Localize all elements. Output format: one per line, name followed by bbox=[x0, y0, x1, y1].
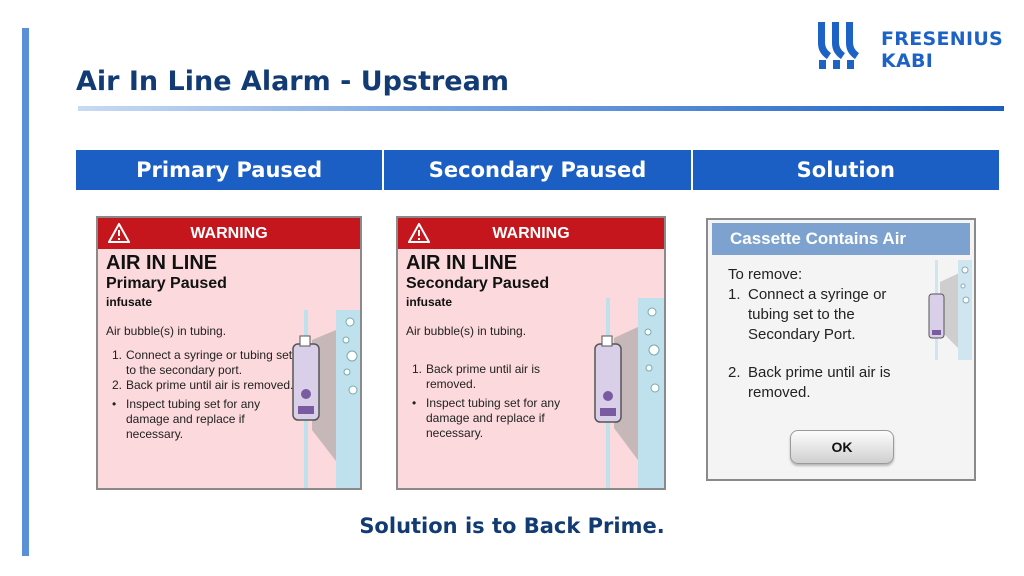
cassette-contains-air-dialog: Cassette Contains Air To remove: 1. Conne… bbox=[706, 218, 976, 481]
cassette-device-icon bbox=[594, 298, 664, 488]
alarm-message: Air bubble(s) in tubing. bbox=[406, 324, 527, 338]
alarm-infusate: infusate bbox=[106, 295, 153, 309]
alarm-message: Air bubble(s) in tubing. bbox=[106, 324, 227, 338]
warning-label: WARNING bbox=[190, 224, 268, 242]
cassette-device-icon bbox=[928, 260, 972, 360]
slide-title: Air In Line Alarm - Upstream bbox=[76, 66, 509, 97]
header-secondary-paused: Secondary Paused bbox=[384, 150, 693, 190]
step-item: 1. Connect a syringe or tubing set to the… bbox=[728, 285, 928, 345]
primary-paused-screen: WARNING AIR IN LINE Primary Paused infus… bbox=[96, 216, 362, 490]
ok-button[interactable]: OK bbox=[790, 430, 894, 464]
alarm-subtitle: Secondary Paused bbox=[406, 275, 550, 292]
step-text: Back prime until air is removed. bbox=[748, 364, 891, 401]
step-number: 2. bbox=[728, 364, 741, 381]
step-item: 1.Back prime until air is removed. bbox=[412, 362, 588, 392]
header-solution: Solution bbox=[692, 150, 999, 190]
step-number: 2. bbox=[112, 378, 123, 392]
fresenius-logo-icon bbox=[818, 22, 859, 69]
step-item: • Inspect tubing set for any damage and r… bbox=[412, 396, 588, 441]
alarm-title: AIR IN LINE bbox=[106, 252, 218, 274]
conclusion-text: Solution is to Back Prime. bbox=[359, 514, 665, 538]
step-item: 2.Back prime until air is removed. bbox=[112, 378, 294, 393]
left-accent-bar bbox=[22, 28, 29, 556]
secondary-paused-screen: WARNING AIR IN LINE Secondary Paused inf… bbox=[396, 216, 666, 490]
step-text: Back prime until air is removed. bbox=[426, 362, 541, 391]
warning-banner: WARNING bbox=[398, 218, 664, 249]
warning-triangle-icon bbox=[108, 223, 130, 243]
alarm-steps: 1.Back prime until air is removed. • Insp… bbox=[412, 362, 588, 441]
title-underline bbox=[78, 106, 1004, 111]
step-text: Back prime until air is removed. bbox=[126, 378, 294, 392]
alarm-subtitle: Primary Paused bbox=[106, 275, 227, 292]
fresenius-logo: FRESENIUS KABI bbox=[815, 20, 1005, 72]
step-item: 1.Connect a syringe or tubing set to the… bbox=[112, 348, 294, 378]
dialog-steps: 1. Connect a syringe or tubing set to the… bbox=[728, 285, 928, 403]
dialog-title: Cassette Contains Air bbox=[712, 223, 970, 255]
column-header-row: Primary Paused Secondary Paused Solution bbox=[76, 150, 999, 190]
step-item: • Inspect tubing set for any damage and r… bbox=[112, 397, 294, 442]
step-number: 1. bbox=[412, 362, 423, 376]
cassette-device-icon bbox=[292, 310, 360, 488]
step-item: 2. Back prime until air is removed. bbox=[728, 363, 928, 403]
step-text: Connect a syringe or tubing set to the S… bbox=[748, 286, 887, 343]
logo-line-1: FRESENIUS bbox=[881, 28, 1004, 50]
logo-wordmark: FRESENIUS KABI bbox=[881, 28, 1003, 72]
step-bullet: • bbox=[412, 396, 417, 410]
logo-line-2: KABI bbox=[881, 50, 934, 72]
step-text: Inspect tubing set for any damage and re… bbox=[126, 397, 261, 441]
dialog-intro: To remove: bbox=[728, 266, 803, 283]
step-number: 1. bbox=[112, 348, 123, 362]
step-bullet: • bbox=[112, 397, 117, 411]
alarm-steps: 1.Connect a syringe or tubing set to the… bbox=[112, 348, 294, 442]
step-number: 1. bbox=[728, 286, 741, 303]
warning-banner: WARNING bbox=[98, 218, 360, 249]
warning-triangle-icon bbox=[408, 223, 430, 243]
header-primary-paused: Primary Paused bbox=[76, 150, 385, 190]
step-text: Connect a syringe or tubing set to the s… bbox=[126, 348, 293, 377]
alarm-title: AIR IN LINE bbox=[406, 252, 518, 274]
alarm-infusate: infusate bbox=[406, 295, 453, 309]
warning-label: WARNING bbox=[492, 224, 570, 242]
step-text: Inspect tubing set for any damage and re… bbox=[426, 396, 561, 440]
